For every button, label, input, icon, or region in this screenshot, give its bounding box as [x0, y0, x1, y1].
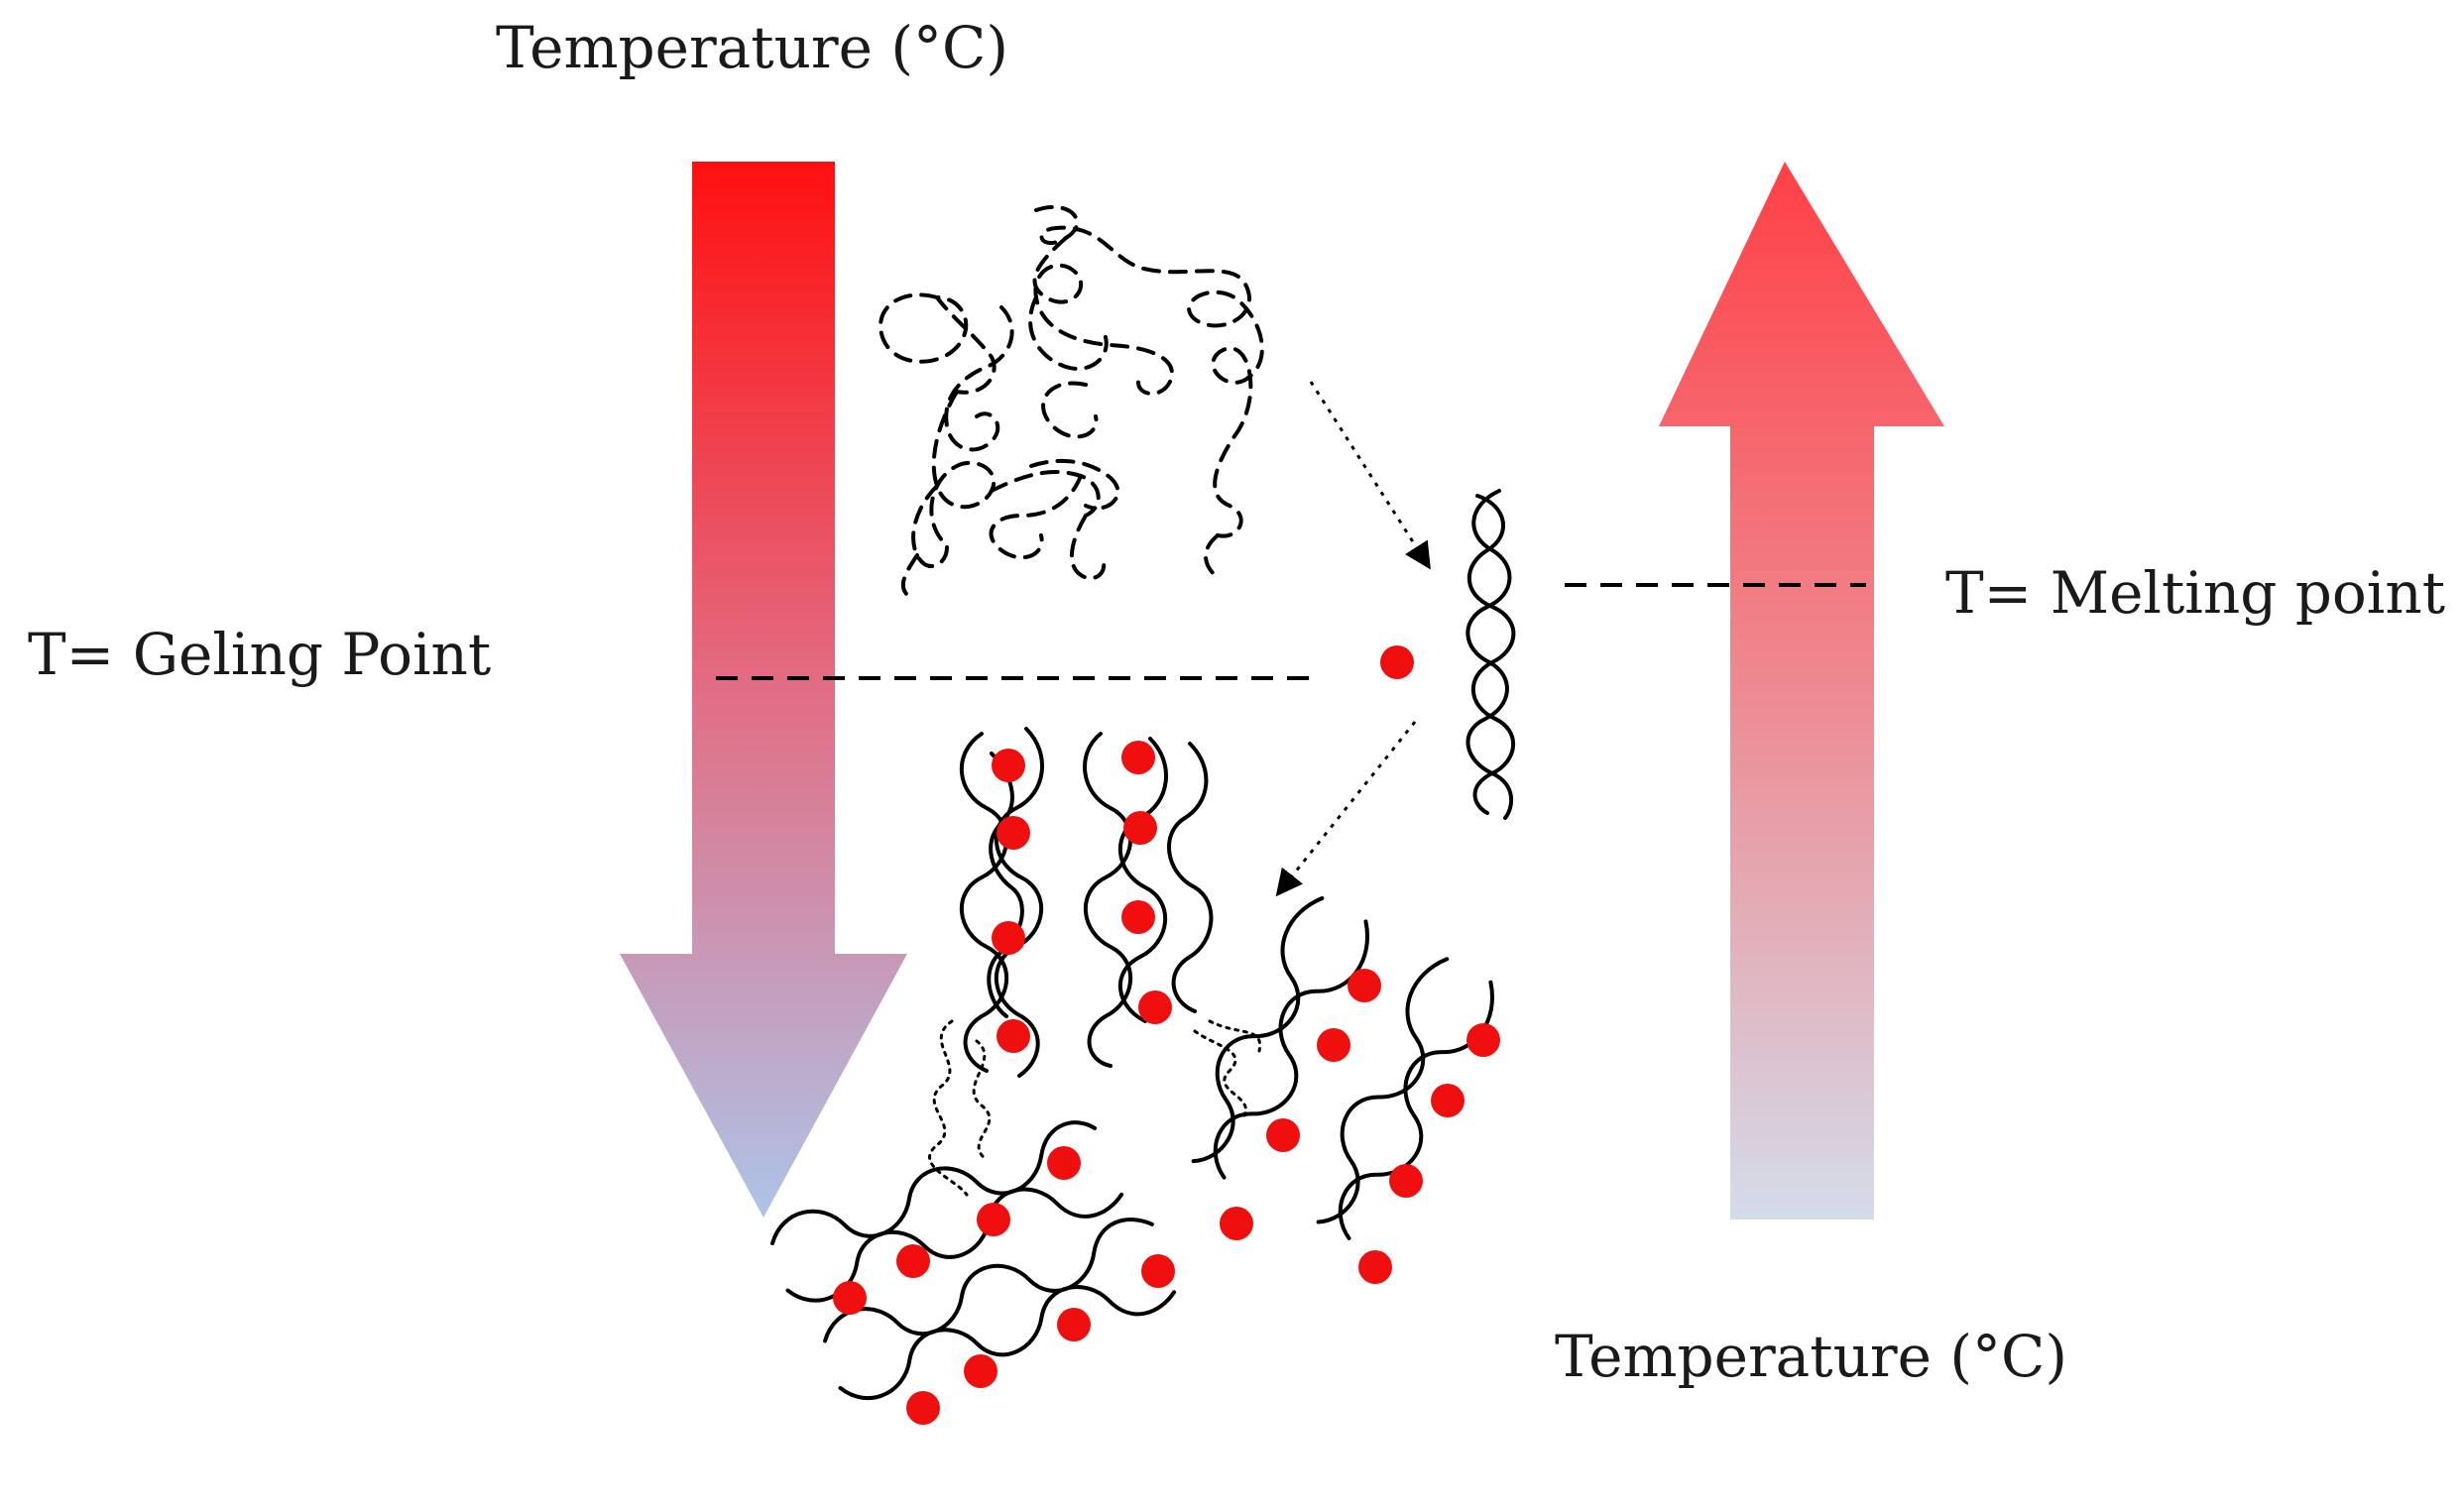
cation-icon [964, 1354, 997, 1388]
junction-zone-upper-left [959, 727, 1044, 1078]
coil-to-helix-arrow [1309, 381, 1431, 570]
heating-arrow-icon [1659, 162, 1944, 1220]
cation-icon [997, 1019, 1030, 1053]
cation-icon [1138, 990, 1172, 1024]
junction-zone-lower-right [1191, 895, 1494, 1240]
helix-chain [1466, 489, 1516, 820]
cation-icon [992, 921, 1025, 955]
cation-icon [1266, 1118, 1300, 1152]
cation-icon [992, 749, 1025, 782]
junction-zone-lower-left [770, 1120, 1177, 1400]
cation-icon [833, 1281, 867, 1315]
cation-icon [1317, 1028, 1350, 1062]
cation-icon [1358, 1250, 1392, 1284]
cation-icon [1121, 741, 1155, 774]
cooling-arrow-icon [620, 162, 907, 1218]
helix-to-aggregate-arrow [1275, 721, 1417, 897]
cation-icon [1057, 1308, 1091, 1341]
cation-icon [1123, 811, 1157, 845]
cation-icon [1141, 1254, 1175, 1288]
cation-icon [896, 1244, 930, 1278]
cation-icon [1047, 1146, 1081, 1180]
cation-icon [1348, 969, 1381, 1002]
cation-icon [997, 816, 1030, 850]
top-temperature-label: Temperature (°C) [496, 14, 1008, 81]
cation-icon [977, 1203, 1010, 1236]
cation-icon [1431, 1084, 1465, 1117]
cation-icon [906, 1391, 940, 1425]
random-coil-chains [879, 204, 1264, 597]
melting-point-label: T= Melting point [1945, 559, 2445, 627]
geling-point-label: T= Geling Point [28, 621, 491, 688]
cation-icon [1389, 1164, 1423, 1198]
bottom-temperature-label: Temperature (°C) [1555, 1323, 2067, 1390]
bound-cations [833, 741, 1500, 1425]
cation-icon [1220, 1207, 1253, 1240]
junction-zone-upper-right [1083, 732, 1214, 1068]
single-cation-icon [1380, 645, 1414, 679]
loose-chain-segments [928, 1019, 1262, 1197]
cation-icon [1121, 900, 1155, 934]
cation-icon [1466, 1023, 1500, 1057]
